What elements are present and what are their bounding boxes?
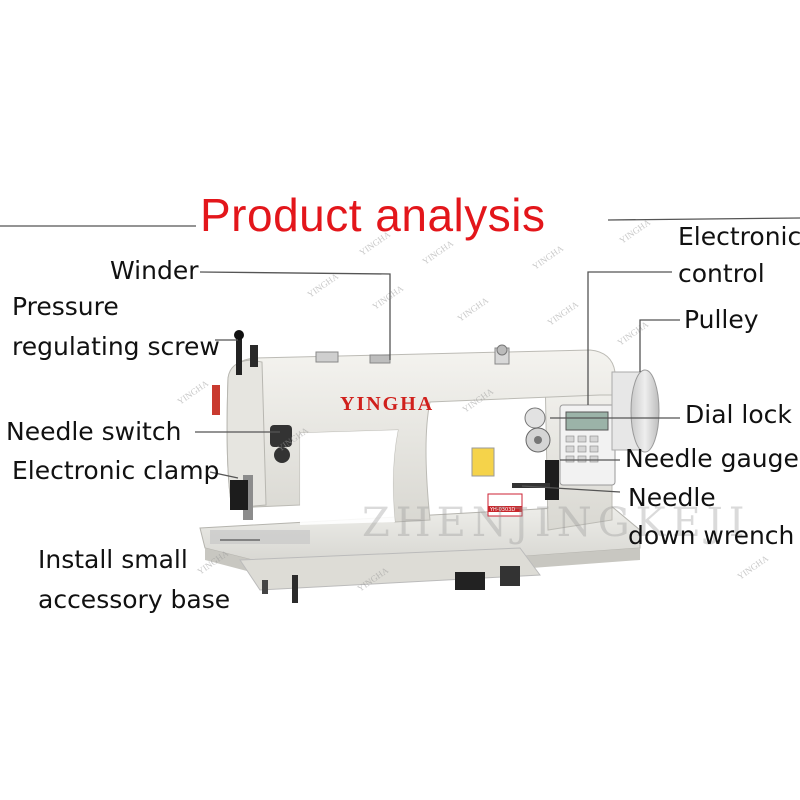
arm-opening xyxy=(300,430,398,525)
svg-text:YINGHA: YINGHA xyxy=(545,299,580,328)
label-needle-switch: Needle switch xyxy=(6,417,182,446)
label-electronic-control-line2: control xyxy=(678,259,765,288)
svg-text:YINGHA: YINGHA xyxy=(305,271,340,300)
svg-text:YINGHA: YINGHA xyxy=(370,283,405,312)
label-needle-down-line1: Needle xyxy=(628,483,716,512)
svg-text:YINGHA: YINGHA xyxy=(617,217,652,246)
needle-plate xyxy=(210,530,310,544)
svg-text:YINGHA: YINGHA xyxy=(735,553,770,582)
svg-text:YINGHA: YINGHA xyxy=(455,295,490,324)
label-install-line2: accessory base xyxy=(38,585,231,614)
svg-text:YINGHA: YINGHA xyxy=(175,378,210,407)
model-plate-band xyxy=(488,506,522,512)
control-screen xyxy=(565,411,609,431)
top-fitting xyxy=(250,345,258,367)
dial-center xyxy=(534,436,542,444)
svg-text:YINGHA: YINGHA xyxy=(530,243,565,272)
label-pulley: Pulley xyxy=(684,305,759,334)
label-dial-lock: Dial lock xyxy=(685,400,792,429)
label-winder: Winder xyxy=(110,256,199,285)
top-fitting xyxy=(234,330,244,340)
needle-down-lever xyxy=(545,460,559,500)
electronic-control-leader xyxy=(587,271,672,405)
warning-label xyxy=(471,447,495,477)
label-electronic-control-line1: Electronic xyxy=(678,222,800,251)
label-electronic-clamp: Electronic clamp xyxy=(12,456,220,485)
base-leg xyxy=(500,566,520,586)
label-needle-gauge: Needle gauge xyxy=(625,444,799,473)
needle-down-wrench xyxy=(512,483,550,488)
dial xyxy=(524,407,546,429)
needle-switch-knob xyxy=(270,425,292,447)
title-rule-right xyxy=(607,217,800,221)
base-leg xyxy=(292,575,298,603)
label-pressure-line2: regulating screw xyxy=(12,332,220,361)
top-fitting xyxy=(315,351,339,363)
page-title: Product analysis xyxy=(200,189,546,241)
base-leg xyxy=(455,572,485,590)
winder-leader xyxy=(199,271,391,360)
label-pressure-line1: Pressure xyxy=(12,292,119,321)
top-fitting xyxy=(369,354,391,364)
needle-down-leader xyxy=(521,485,621,493)
watermark-text: ZHENJINGKEJI xyxy=(362,500,751,546)
base-leg xyxy=(262,580,268,594)
label-install-line1: Install small xyxy=(38,545,188,574)
svg-text:YINGHA: YINGHA xyxy=(420,238,455,267)
control-buttons xyxy=(565,435,599,463)
label-needle-down-line2: down wrench xyxy=(628,521,795,550)
model-plate-text: YH-0303D xyxy=(489,507,515,513)
top-fitting xyxy=(236,335,242,375)
pulley-leader xyxy=(639,319,680,372)
pulley xyxy=(630,369,660,453)
head-red-mark xyxy=(212,385,220,415)
base-pedestal xyxy=(239,547,541,591)
leader-lines xyxy=(0,217,800,541)
clamp-leader xyxy=(209,471,239,479)
presser-foot xyxy=(230,480,248,510)
electronic-clamp-knob xyxy=(274,447,290,463)
brand-text: YINGHA xyxy=(340,393,434,415)
top-fitting xyxy=(496,344,508,356)
svg-text:YINGHA: YINGHA xyxy=(615,319,650,348)
